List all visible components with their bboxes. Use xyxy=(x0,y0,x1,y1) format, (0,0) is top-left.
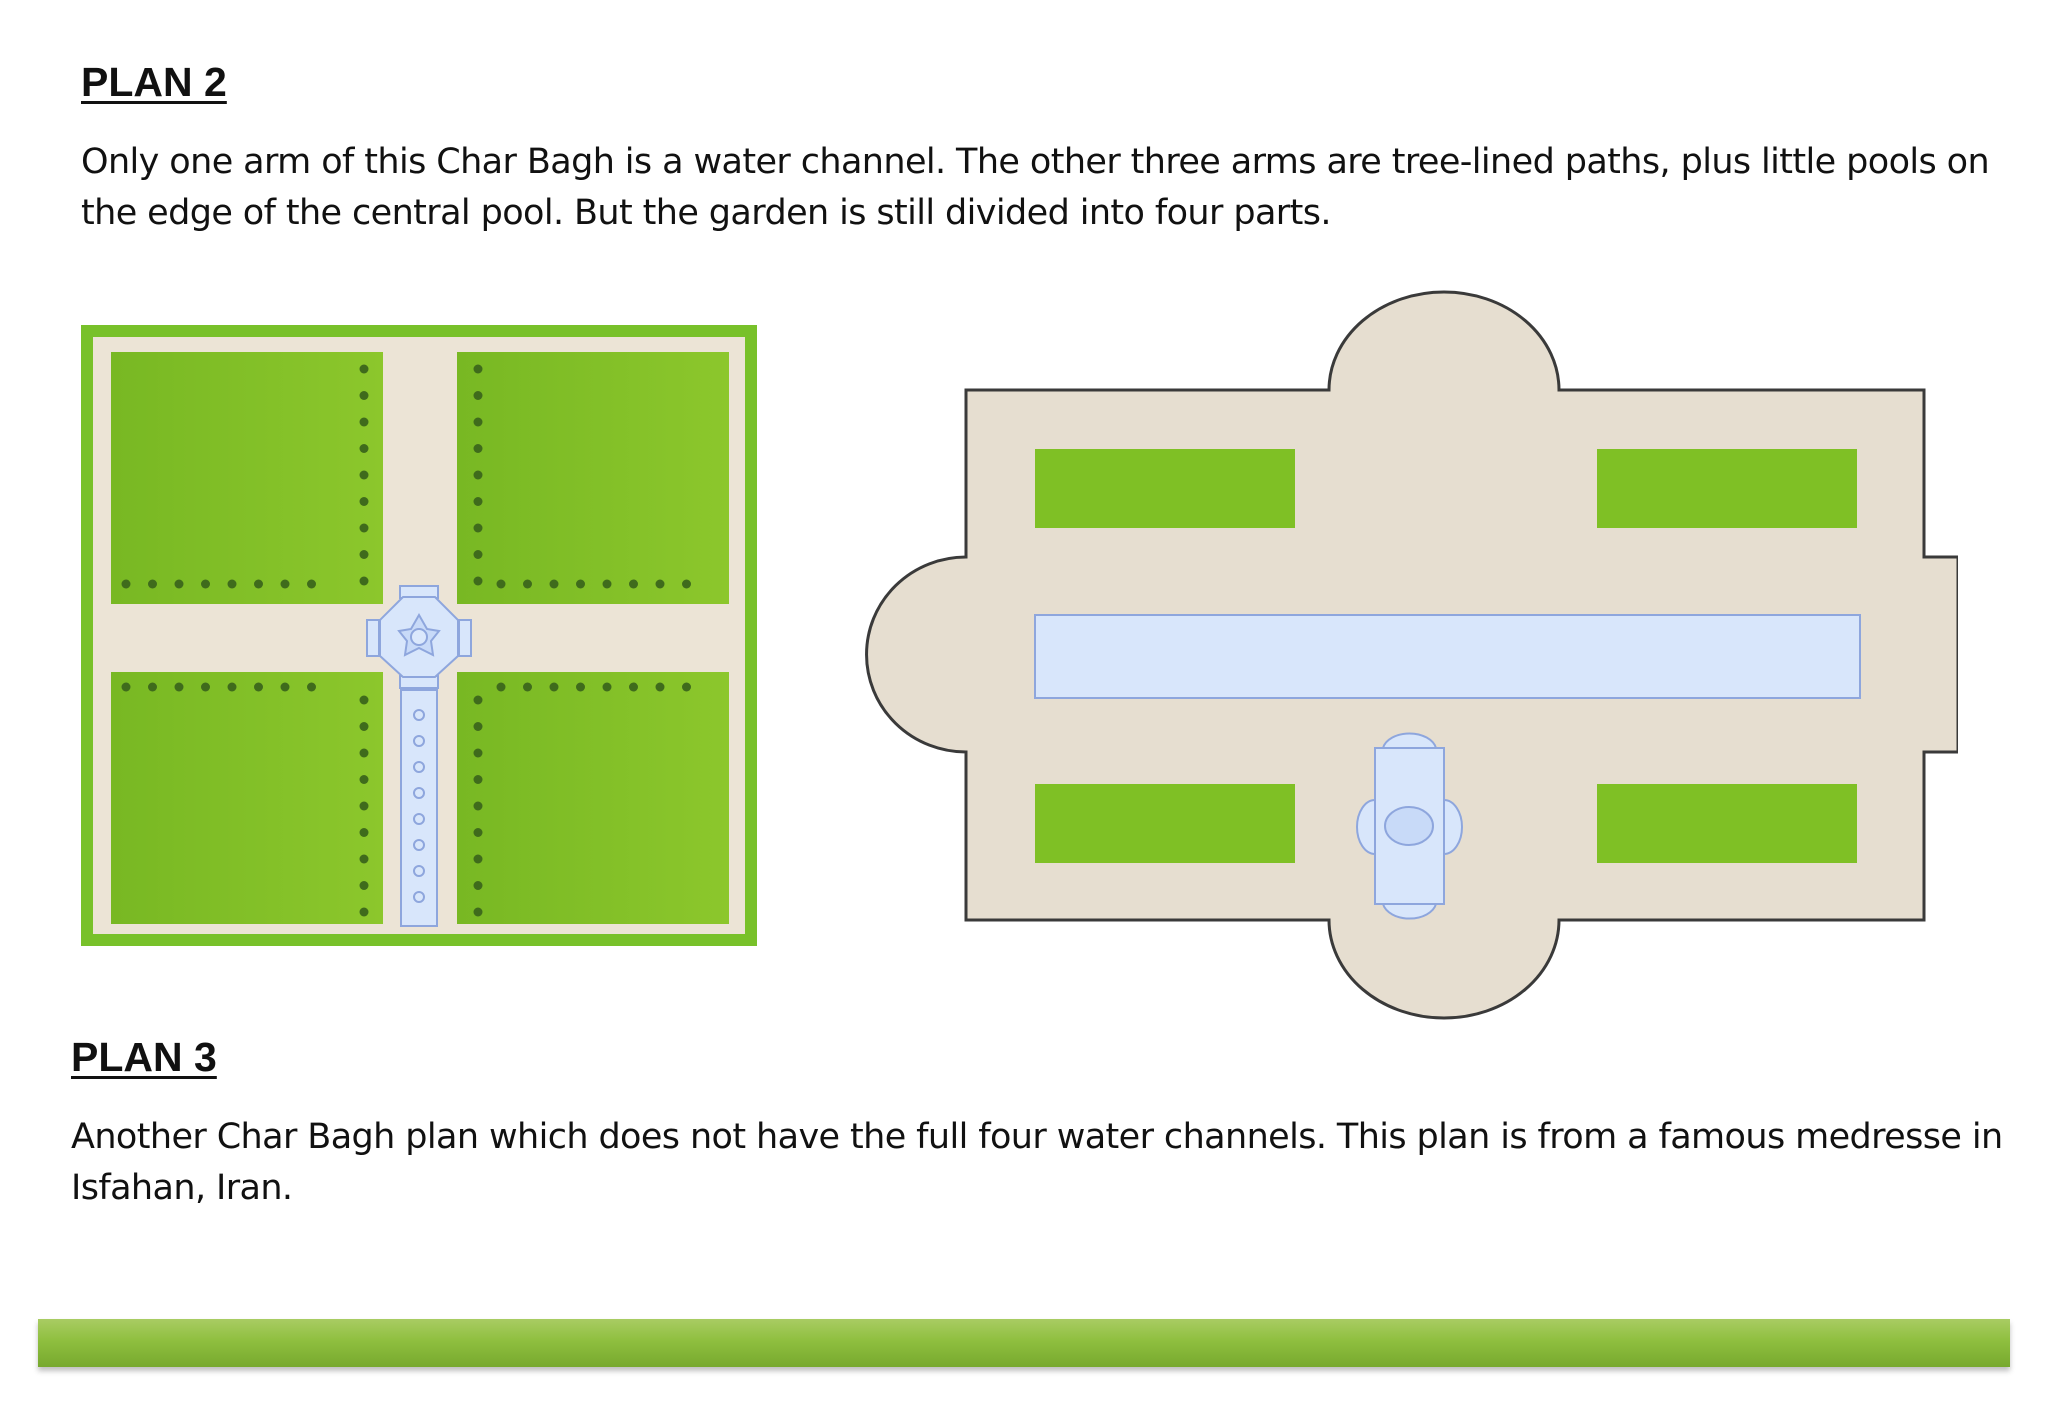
lawn-bottom-right xyxy=(1597,784,1857,863)
fountain-ring xyxy=(413,761,425,773)
tree-dot xyxy=(359,417,369,427)
tree-dot xyxy=(473,523,483,533)
central-pool xyxy=(1356,732,1463,920)
tree-dot xyxy=(254,579,263,589)
tree-dot xyxy=(280,682,290,692)
tree-dot xyxy=(359,748,369,758)
tree-dot xyxy=(655,579,665,589)
tree-dot xyxy=(602,579,612,589)
fountain-ring xyxy=(413,865,425,877)
plan3-description: Another Char Bagh plan which does not ha… xyxy=(71,1117,2003,1208)
tree-dot xyxy=(473,907,483,917)
tree-dot xyxy=(359,364,369,374)
tree-dot xyxy=(576,579,585,589)
tree-dot xyxy=(473,576,483,586)
plan3-garden-diagram xyxy=(864,290,1958,1020)
tree-dot xyxy=(473,695,483,705)
fountain-ring xyxy=(413,813,425,825)
tree-dot xyxy=(148,682,157,692)
lawn-quadrant-top-left xyxy=(111,352,383,604)
tree-dot xyxy=(359,497,369,506)
tree-dot xyxy=(655,682,665,692)
central-pool xyxy=(366,585,472,689)
tree-dot xyxy=(473,722,483,731)
tree-dot xyxy=(359,470,369,480)
tree-dot xyxy=(473,828,483,837)
tree-dot xyxy=(359,722,369,731)
tree-dot xyxy=(174,579,184,589)
tree-dot xyxy=(473,775,483,784)
tree-dot xyxy=(473,391,483,400)
tree-dot xyxy=(549,682,559,692)
tree-dot xyxy=(473,470,483,480)
tree-dot xyxy=(473,497,483,506)
tree-dot xyxy=(280,579,290,589)
tree-dot xyxy=(148,579,157,589)
tree-dot xyxy=(359,907,369,917)
lawn-bottom-left xyxy=(1035,784,1295,863)
long-water-channel xyxy=(1034,614,1861,699)
tree-dot xyxy=(629,579,638,589)
tree-dot xyxy=(602,682,612,692)
tree-dot xyxy=(473,854,483,864)
tree-dot xyxy=(359,550,369,559)
lawn-quadrant-bottom-left xyxy=(111,672,383,924)
tree-dot xyxy=(359,444,369,453)
tree-dot xyxy=(523,682,532,692)
tree-dot xyxy=(496,579,506,589)
lawn-top-right xyxy=(1597,449,1857,528)
tree-dot xyxy=(359,801,369,811)
plan2-garden-diagram xyxy=(81,325,757,946)
tree-dot xyxy=(523,579,532,589)
tree-dot xyxy=(121,682,131,692)
footer-bar xyxy=(38,1319,2010,1367)
tree-dot xyxy=(227,579,237,589)
tree-dot xyxy=(682,579,691,589)
lawn-quadrant-top-right xyxy=(457,352,729,604)
plan3-heading: PLAN 3 xyxy=(71,1034,217,1080)
tree-dot xyxy=(359,775,369,784)
tree-dot xyxy=(359,881,369,890)
channel-fountains xyxy=(413,709,425,903)
tree-dot xyxy=(682,682,691,692)
plan2-description: Only one arm of this Char Bagh is a wate… xyxy=(81,142,1990,233)
tree-dot xyxy=(174,682,184,692)
water-channel xyxy=(400,689,438,927)
tree-dot xyxy=(359,576,369,586)
tree-dot xyxy=(473,748,483,758)
tree-dot xyxy=(496,682,506,692)
tree-dot xyxy=(201,682,210,692)
tree-dot xyxy=(359,828,369,837)
tree-dot xyxy=(629,682,638,692)
tree-dot xyxy=(473,881,483,890)
lawn-top-left xyxy=(1035,449,1295,528)
fountain-ring xyxy=(413,709,425,721)
lawn-quadrant-bottom-right xyxy=(457,672,729,924)
fountain-ring xyxy=(413,891,425,903)
tree-dot xyxy=(307,682,316,692)
fountain-ring xyxy=(413,787,425,799)
tree-dot xyxy=(473,444,483,453)
tree-dot xyxy=(473,550,483,559)
fountain-ring xyxy=(413,839,425,851)
tree-dot xyxy=(254,682,263,692)
tree-dot xyxy=(359,695,369,705)
tree-dot xyxy=(473,364,483,374)
tree-dot xyxy=(473,417,483,427)
plan2-heading: PLAN 2 xyxy=(81,59,227,105)
fountain-ring xyxy=(413,735,425,747)
tree-dot xyxy=(473,801,483,811)
tree-dot xyxy=(549,579,559,589)
tree-dot xyxy=(307,579,316,589)
tree-dot xyxy=(359,391,369,400)
tree-dot xyxy=(201,579,210,589)
tree-dot xyxy=(359,523,369,533)
tree-dot xyxy=(576,682,585,692)
tree-rows xyxy=(121,364,691,917)
tree-dot xyxy=(121,579,131,589)
tree-dot xyxy=(359,854,369,864)
tree-dot xyxy=(227,682,237,692)
